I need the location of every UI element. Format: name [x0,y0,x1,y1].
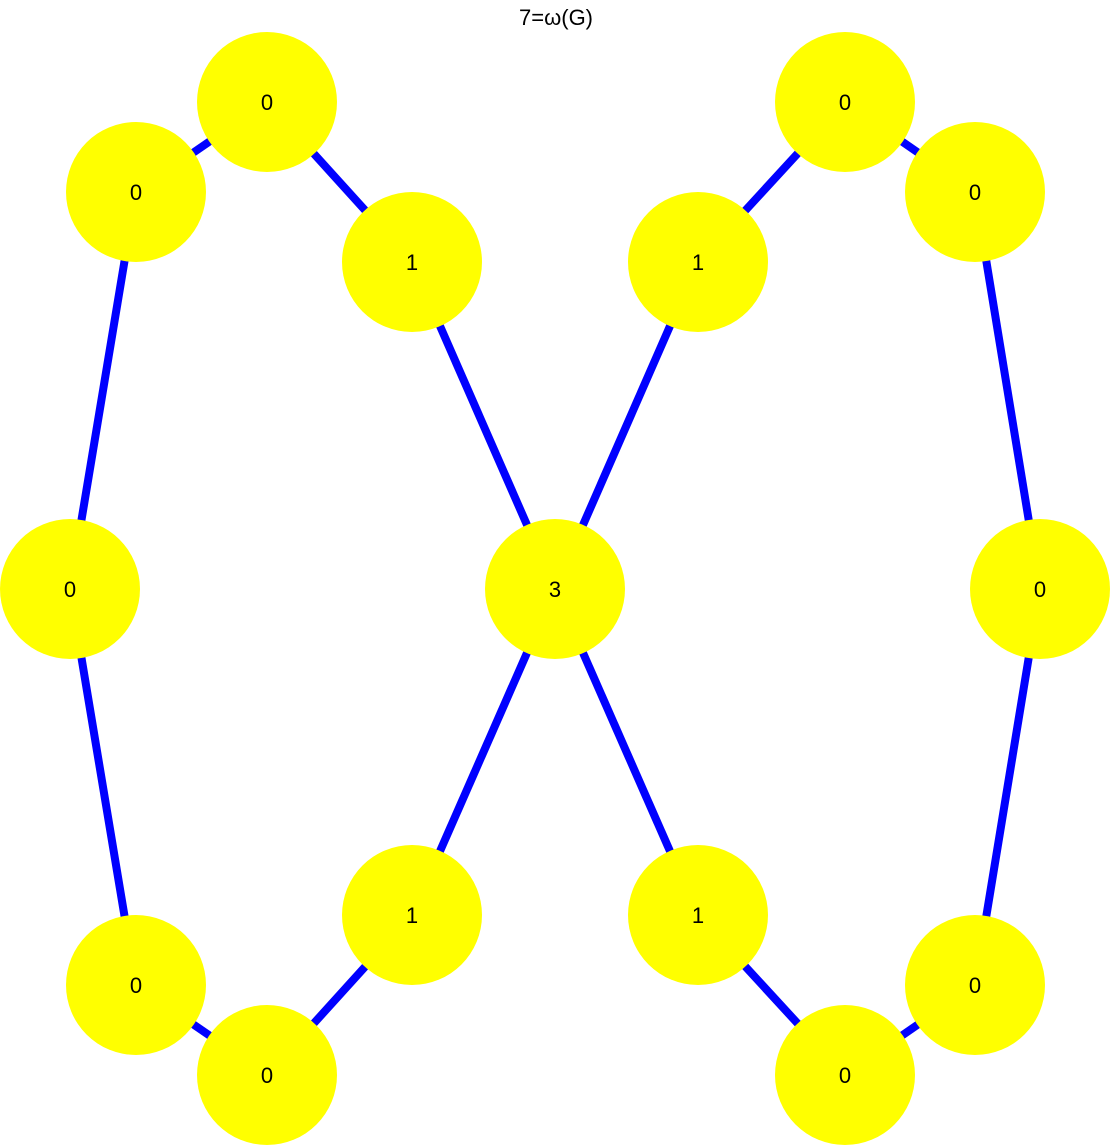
node-circle [485,519,625,659]
node-inner-bottom-right: 1 [628,845,768,985]
node-circle [66,122,206,262]
node-circle [775,32,915,172]
node-circle [628,192,768,332]
node-label: 0 [839,1063,851,1088]
node-circle [0,519,140,659]
node-bottom-right-b: 0 [905,915,1045,1055]
node-inner-bottom-left: 1 [342,845,482,985]
node-circle [66,915,206,1055]
node-label: 0 [969,180,981,205]
nodes-layer: 0 0 1 1 0 0 0 3 0 1 1 0 0 0 0 [0,32,1110,1145]
node-label: 0 [261,1063,273,1088]
node-label: 0 [261,90,273,115]
node-label: 0 [969,973,981,998]
node-label: 0 [1034,577,1046,602]
node-circle [775,1005,915,1145]
node-label: 0 [64,577,76,602]
node-top-left-a: 0 [197,32,337,172]
node-circle [197,32,337,172]
node-label: 0 [130,180,142,205]
node-circle [905,122,1045,262]
node-top-left-b: 0 [66,122,206,262]
node-bottom-left-a: 0 [66,915,206,1055]
node-bottom-left-b: 0 [197,1005,337,1145]
node-inner-top-right: 1 [628,192,768,332]
node-label: 3 [549,577,561,602]
node-label: 1 [406,903,418,928]
node-mid-left: 0 [0,519,140,659]
node-label: 0 [839,90,851,115]
node-inner-top-left: 1 [342,192,482,332]
node-circle [905,915,1045,1055]
node-label: 1 [406,250,418,275]
node-mid-right: 0 [970,519,1110,659]
node-top-right-b: 0 [905,122,1045,262]
node-circle [342,845,482,985]
node-circle [970,519,1110,659]
graph-title: 7=ω(G) [519,5,593,30]
node-circle [197,1005,337,1145]
node-circle [628,845,768,985]
node-center: 3 [485,519,625,659]
node-bottom-right-a: 0 [775,1005,915,1145]
node-label: 1 [692,903,704,928]
node-label: 0 [130,973,142,998]
node-top-right-a: 0 [775,32,915,172]
node-circle [342,192,482,332]
node-label: 1 [692,250,704,275]
